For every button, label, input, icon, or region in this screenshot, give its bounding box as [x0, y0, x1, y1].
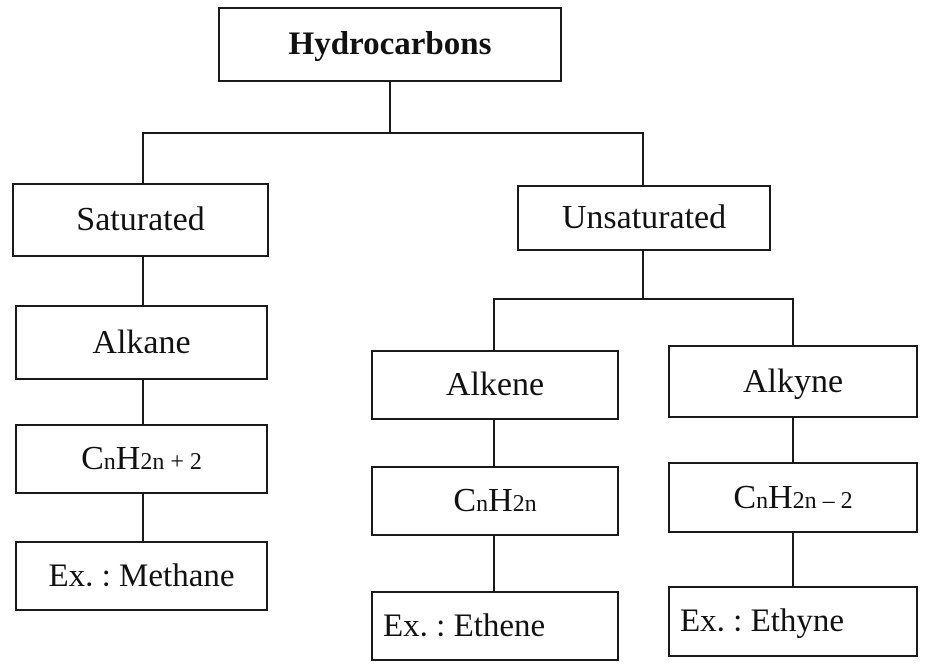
alkene-label: Alkene	[445, 366, 545, 403]
formula-hydrogen-subscript: 2n – 2	[792, 487, 853, 514]
unsaturated-label: Unsaturated	[561, 199, 727, 236]
formula-hydrogen-subscript: 2n	[512, 491, 537, 517]
alkane-node: Alkane	[15, 305, 268, 380]
alkyne-example-node: Ex. : Ethyne	[668, 586, 918, 657]
alkyne-label: Alkyne	[742, 362, 844, 400]
formula-carbon: C	[81, 440, 104, 477]
formula-carbon: C	[453, 482, 477, 519]
alkyne-example-label: Ex. : Ethyne	[680, 603, 845, 639]
alkene-node: Alkene	[371, 350, 619, 420]
formula-carbon: C	[733, 478, 757, 516]
formula-hydrogen: H	[488, 482, 513, 519]
formula-hydrogen: H	[115, 440, 141, 477]
formula-carbon-subscript: n	[476, 491, 489, 517]
alkyne-node: Alkyne	[668, 345, 918, 418]
formula-carbon-subscript: n	[756, 487, 769, 514]
formula-hydrogen: H	[768, 478, 793, 516]
alkane-example-node: Ex. : Methane	[15, 541, 268, 611]
formula-carbon-subscript: n	[103, 449, 116, 475]
hydrocarbons-label: Hydrocarbons	[288, 26, 492, 62]
unsaturated-node: Unsaturated	[517, 185, 771, 251]
alkane-label: Alkane	[92, 323, 191, 361]
hydrocarbons-node: Hydrocarbons	[218, 7, 562, 82]
alkene-example-node: Ex. : Ethene	[371, 591, 619, 661]
formula-hydrogen-subscript: 2n + 2	[140, 449, 202, 475]
alkene-example-label: Ex. : Ethene	[383, 607, 546, 644]
saturated-node: Saturated	[12, 183, 269, 257]
alkane-example-label: Ex. : Methane	[48, 557, 235, 594]
saturated-label: Saturated	[76, 201, 205, 238]
